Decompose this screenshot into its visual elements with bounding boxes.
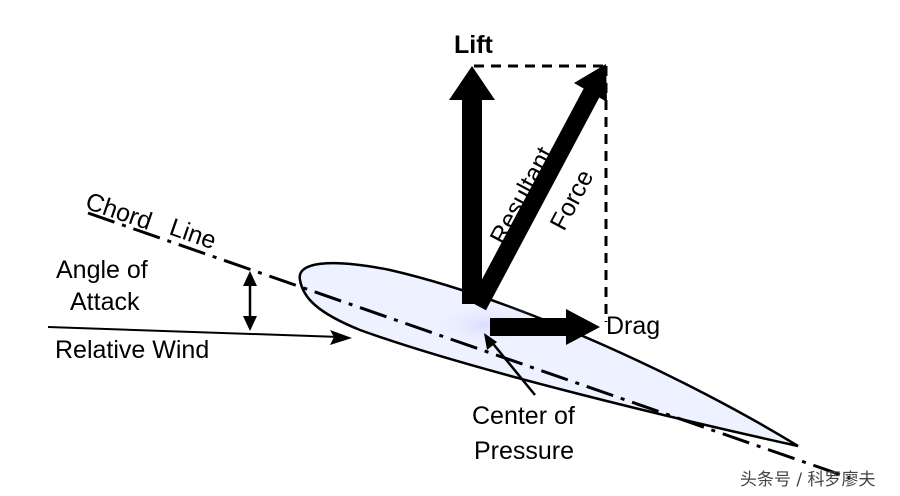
relative-wind-label: Relative Wind [55, 336, 209, 364]
lift-label: Lift [454, 31, 494, 59]
chord-label-word1: Chord [82, 187, 155, 236]
chord-line [87, 211, 851, 480]
center-of-pressure-arrowhead [484, 333, 497, 350]
resultant-arrow-shaft [470, 87, 600, 311]
angle-of-attack-label-line2: Attack [70, 288, 140, 316]
relative-wind-arrowhead [330, 330, 352, 345]
angle-arrowhead-down [243, 316, 257, 331]
drag-arrow-shaft [490, 318, 572, 336]
resultant-arrowhead [574, 64, 607, 102]
center-of-pressure-label-line1: Center of [472, 402, 575, 430]
watermark-text: 头条号 / 科罗廖夫 [740, 470, 876, 490]
drag-arrowhead [566, 309, 600, 345]
lift-arrowhead [449, 66, 495, 100]
center-of-pressure-pointer [489, 339, 536, 396]
lift-arrow-shaft [462, 98, 482, 304]
center-of-pressure-label-line2: Pressure [474, 437, 574, 465]
angle-arrowhead-up [243, 271, 257, 286]
drag-label: Drag [606, 312, 660, 340]
airfoil-shape [298, 261, 799, 448]
angle-of-attack-label-line1: Angle of [56, 256, 148, 284]
relative-wind-line [47, 326, 341, 338]
chord-label-word2: Line [166, 213, 220, 255]
